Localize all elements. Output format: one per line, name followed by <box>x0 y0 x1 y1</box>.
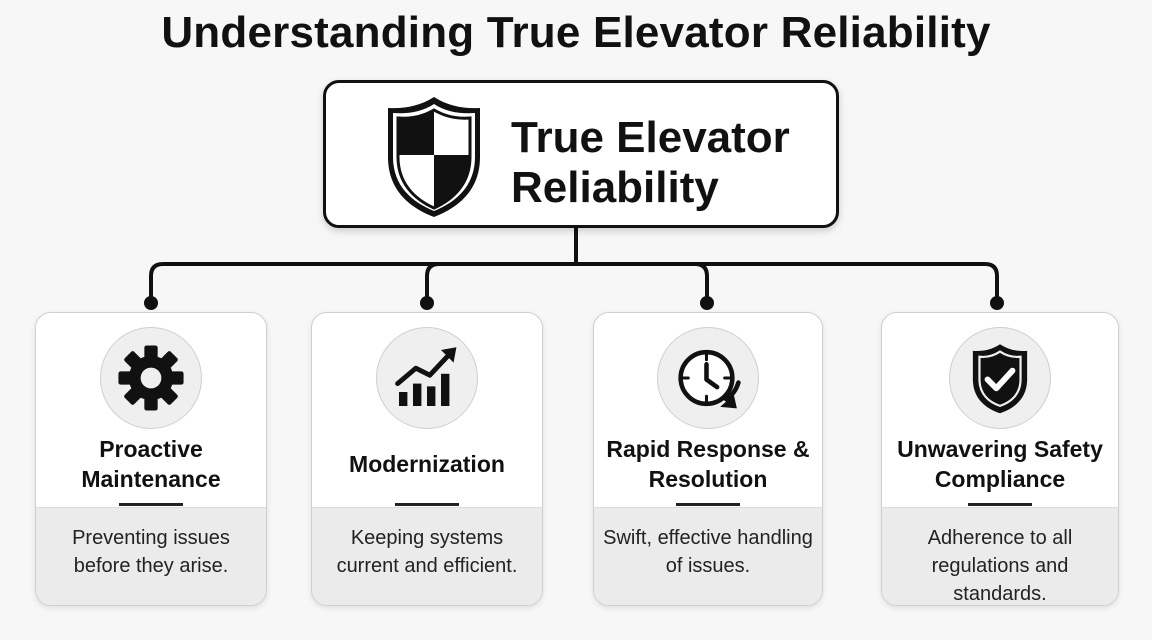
card-divider <box>676 503 740 506</box>
shield-icon <box>388 97 480 217</box>
card-header: Rapid Response & Resolution <box>594 313 822 507</box>
card-title: Rapid Response & Resolution <box>606 436 810 492</box>
connector-node-4 <box>990 296 1004 310</box>
card-modernization: Modernization Keeping systems current an… <box>311 312 543 606</box>
card-footer: Preventing issues before they arise. <box>36 507 266 605</box>
card-title: Proactive Maintenance <box>81 436 221 492</box>
card-divider <box>119 503 183 506</box>
card-header: Proactive Maintenance <box>36 313 266 507</box>
connector-branch-2 <box>425 262 440 302</box>
shield-check-icon <box>949 327 1051 429</box>
card-title: Unwavering Safety Compliance <box>897 436 1103 492</box>
root-title: True Elevator Reliability <box>511 113 790 212</box>
gear-icon <box>100 327 202 429</box>
growth-chart-icon <box>376 327 478 429</box>
card-divider <box>968 503 1032 506</box>
card-header: Modernization <box>312 313 542 507</box>
card-header: Unwavering Safety Compliance <box>882 313 1118 507</box>
clock-icon <box>657 327 759 429</box>
connector-bus <box>149 262 999 302</box>
card-description: Swift, effective handling of issues. <box>603 527 813 577</box>
card-description: Adherence to all regulations and standar… <box>927 527 1073 605</box>
card-footer: Adherence to all regulations and standar… <box>882 507 1118 605</box>
card-divider <box>395 503 459 506</box>
card-title: Modernization <box>349 451 505 477</box>
card-safety-compliance: Unwavering Safety Compliance Adherence t… <box>881 312 1119 606</box>
card-footer: Swift, effective handling of issues. <box>594 507 822 605</box>
card-rapid-response: Rapid Response & Resolution Swift, effec… <box>593 312 823 606</box>
card-proactive-maintenance: Proactive Maintenance Preventing issues … <box>35 312 267 606</box>
page-title: Understanding True Elevator Reliability <box>161 8 991 57</box>
card-description: Preventing issues before they arise. <box>72 527 230 577</box>
connector-node-2 <box>420 296 434 310</box>
card-description: Keeping systems current and efficient. <box>336 527 518 577</box>
connector-branch-3 <box>694 262 709 302</box>
connector-node-1 <box>144 296 158 310</box>
root-node: True Elevator Reliability <box>323 80 839 228</box>
connector-node-3 <box>700 296 714 310</box>
card-footer: Keeping systems current and efficient. <box>312 507 542 605</box>
